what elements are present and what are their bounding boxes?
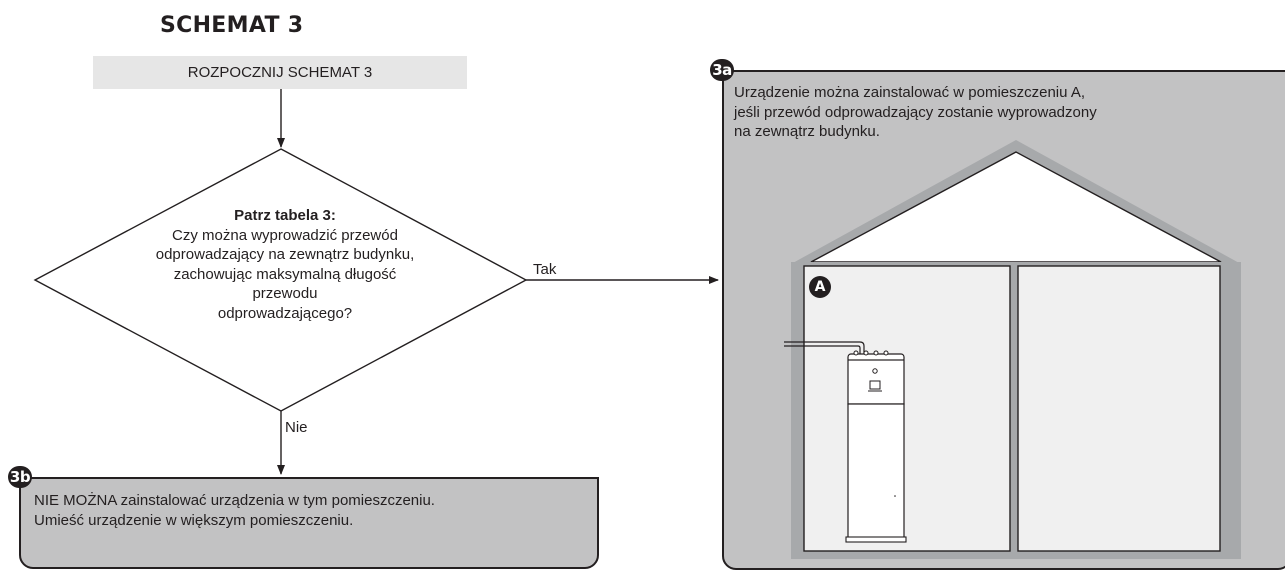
appliance-body-lower bbox=[847, 403, 905, 542]
result-3a-line: jeśli przewód odprowadzający zostanie wy… bbox=[734, 103, 1097, 121]
result-3b-line: NIE MOŻNA zainstalować urządzenia w tym … bbox=[34, 492, 435, 509]
exhaust-duct bbox=[784, 341, 865, 354]
result-3a-line: Urządzenie można zainstalować w pomieszc… bbox=[734, 84, 1085, 101]
badge-3a: 3a bbox=[710, 59, 734, 81]
result-3a-line: na zewnątrz budynku. bbox=[734, 123, 880, 140]
decision-heading: Patrz tabela 3: bbox=[234, 207, 336, 224]
result-3a-text: Urządzenie można zainstalować w pomieszc… bbox=[734, 83, 1097, 142]
edge-label-no: Nie bbox=[285, 419, 308, 436]
room-b bbox=[1017, 265, 1221, 552]
room-a bbox=[803, 265, 1011, 552]
appliance-display-icon bbox=[869, 380, 881, 390]
result-3b-line: Umieść urządzenie w większym pomieszczen… bbox=[34, 511, 354, 529]
badge-3b: 3b bbox=[8, 466, 32, 488]
result-3b-text: NIE MOŻNA zainstalować urządzenia w tym … bbox=[34, 491, 435, 530]
diagram-title: SCHEMAT 3 bbox=[160, 13, 304, 38]
decision-line: odprowadzający na zewnątrz budynku, bbox=[155, 246, 415, 264]
edge-label-yes: Tak bbox=[533, 261, 557, 278]
decision-text: Patrz tabela 3: Czy można wyprowadzić pr… bbox=[140, 206, 430, 324]
decision-line: Czy można wyprowadzić przewód bbox=[172, 226, 398, 244]
decision-line: odprowadzającego? bbox=[217, 304, 353, 322]
start-node: ROZPOCZNIJ SCHEMAT 3 bbox=[93, 56, 467, 89]
house-roof bbox=[810, 151, 1222, 263]
appliance-indicator-icon bbox=[872, 368, 878, 374]
decision-line: zachowując maksymalną długość przewodu bbox=[173, 265, 397, 303]
appliance-base bbox=[845, 536, 907, 543]
result-3b-panel: NIE MOŻNA zainstalować urządzenia w tym … bbox=[19, 477, 599, 569]
room-a-label: A bbox=[809, 276, 831, 298]
